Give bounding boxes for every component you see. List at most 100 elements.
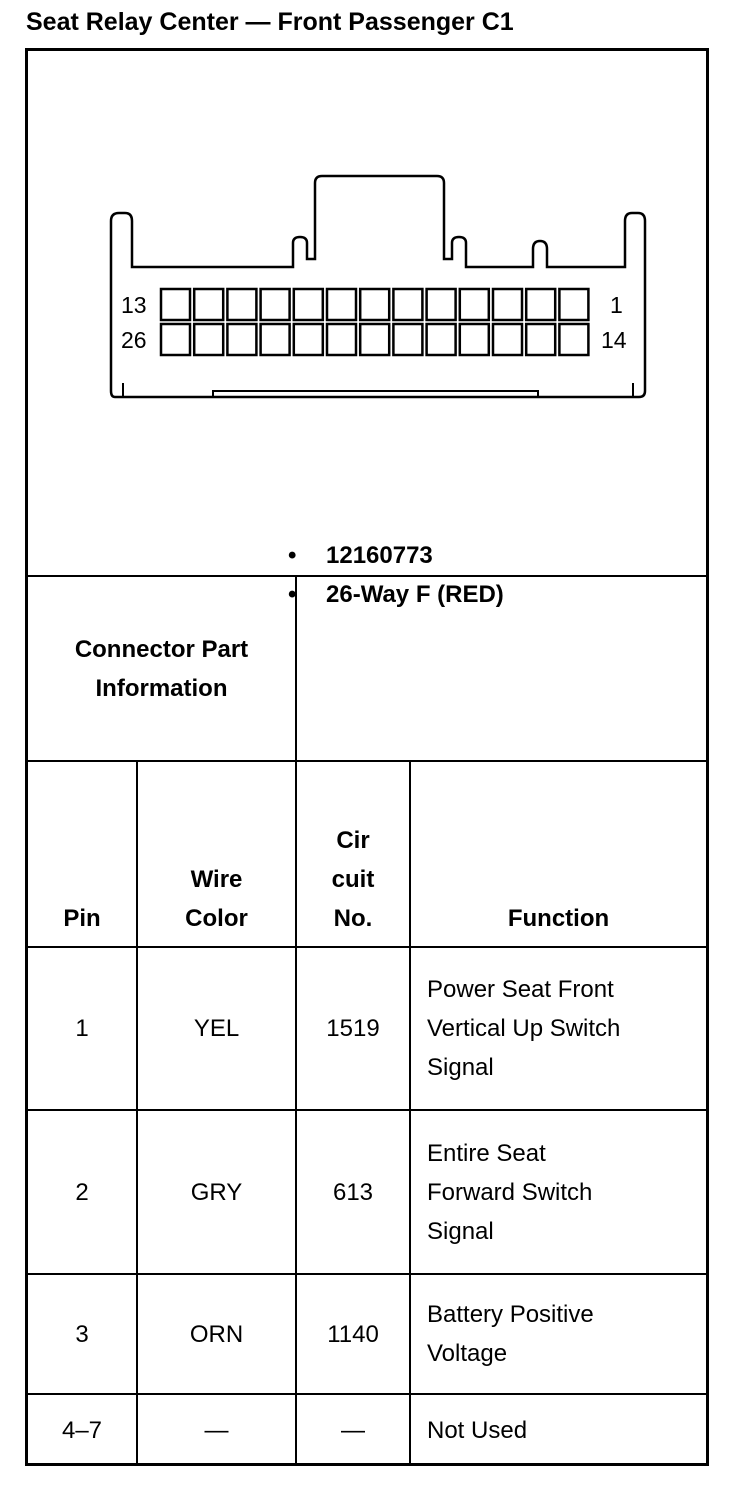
pin-cavity xyxy=(392,322,424,357)
header-text: Cir xyxy=(336,827,370,854)
pin-label-1: 1 xyxy=(610,292,623,318)
part-info-label-line: Information xyxy=(95,674,228,702)
function-line: Vertical Up Switch xyxy=(427,1015,621,1042)
circuit-value: 613 xyxy=(332,1178,374,1206)
pin-cavity xyxy=(226,287,258,322)
header-circuit-no: Cir cuit No. xyxy=(297,762,409,938)
part-info-item: • 26-Way F (RED) xyxy=(282,575,504,614)
function-cell: Battery Positive Voltage xyxy=(411,1275,706,1393)
pin-cavity xyxy=(292,322,325,357)
pin-label-14: 14 xyxy=(601,327,627,353)
pin-cavity xyxy=(159,287,192,322)
pin-cavity xyxy=(458,287,491,322)
connector-description: 26-Way F (RED) xyxy=(326,580,504,608)
function-line: Entire Seat xyxy=(427,1139,546,1167)
header-text: Pin xyxy=(63,905,101,932)
circuit-value: 1519 xyxy=(326,1015,380,1042)
part-info-item: • 12160773 xyxy=(282,536,504,575)
wire-color-value: YEL xyxy=(193,1015,240,1042)
pin-cavity xyxy=(325,322,358,357)
connector-face-diagram: 13 26 1 14 xyxy=(109,174,647,399)
pin-cavity xyxy=(192,287,225,322)
divider xyxy=(28,1273,706,1275)
pin-cavity xyxy=(491,322,524,357)
part-info-list: • 12160773 • 26-Way F (RED) xyxy=(282,536,504,614)
header-text: Color xyxy=(185,905,248,932)
divider xyxy=(28,946,706,948)
pin-value: 3 xyxy=(75,1320,89,1348)
pin-label-13: 13 xyxy=(121,292,147,318)
part-info-label: Connector Part Information xyxy=(28,577,295,760)
pin-cavity xyxy=(325,287,358,322)
pin-cavity xyxy=(358,287,391,322)
pin-cavity xyxy=(558,322,590,357)
connector-table: 13 26 1 14 Connector Part Information Pi… xyxy=(25,48,709,1466)
divider xyxy=(295,760,297,1466)
cavity-grid xyxy=(159,287,590,357)
header-text: cuit xyxy=(331,866,375,893)
divider xyxy=(295,575,297,761)
divider xyxy=(28,1393,706,1395)
pin-cavity xyxy=(192,322,225,357)
part-number: 12160773 xyxy=(326,541,433,569)
function-line: Signal xyxy=(427,1217,494,1245)
function-line: Forward Switch xyxy=(427,1178,593,1206)
header-pin: Pin xyxy=(28,762,136,938)
function-cell: Entire Seat Forward Switch Signal xyxy=(411,1111,706,1273)
wire-color-cell: YEL xyxy=(138,948,295,1109)
connector-bottom-lip xyxy=(122,383,634,397)
header-text: Wire xyxy=(190,866,243,893)
pin-value: 2 xyxy=(75,1178,89,1206)
pin-cavity xyxy=(226,322,258,357)
divider xyxy=(28,575,706,577)
pin-1-marker xyxy=(594,271,603,279)
pin-cell: 2 xyxy=(28,1111,136,1273)
function-cell: Power Seat Front Vertical Up Switch Sign… xyxy=(411,948,706,1109)
pin-value: 1 xyxy=(75,1015,89,1042)
pin-cavity xyxy=(358,322,391,357)
pin-label-26: 26 xyxy=(121,327,147,353)
wire-color-cell: GRY xyxy=(138,1111,295,1273)
pin-value: 4–7 xyxy=(61,1417,103,1444)
header-wire-color: Wire Color xyxy=(138,762,295,938)
function-line: Signal xyxy=(427,1054,494,1081)
pin-cavity xyxy=(425,287,457,322)
connector-outline xyxy=(109,174,647,399)
wire-color-value: GRY xyxy=(190,1178,243,1206)
pin-cavity xyxy=(259,322,291,357)
page-title: Seat Relay Center — Front Passenger C1 xyxy=(26,8,514,36)
wire-color-cell: — xyxy=(138,1395,295,1466)
pin-cavity xyxy=(458,322,491,357)
pin-cavity xyxy=(425,322,457,357)
bullet: • xyxy=(288,541,297,569)
pin-cell: 3 xyxy=(28,1275,136,1393)
wire-color-cell: ORN xyxy=(138,1275,295,1393)
wire-color-value: ORN xyxy=(189,1320,244,1348)
pin-cell: 1 xyxy=(28,948,136,1109)
pin-cell: 4–7 xyxy=(28,1395,136,1466)
pin-cavity xyxy=(159,322,192,357)
divider xyxy=(28,760,706,762)
function-line: Battery Positive xyxy=(427,1301,594,1328)
header-text: No. xyxy=(333,905,373,932)
function-line: Power Seat Front xyxy=(427,976,614,1003)
divider xyxy=(409,760,411,1466)
part-info-label-line: Connector Part xyxy=(74,635,249,663)
pin-cavity xyxy=(524,287,557,322)
divider xyxy=(136,760,138,1466)
circuit-cell: — xyxy=(297,1395,409,1466)
function-line: Not Used xyxy=(427,1417,528,1444)
divider xyxy=(28,1109,706,1111)
bullet: • xyxy=(288,580,297,608)
circuit-cell: 1519 xyxy=(297,948,409,1109)
pin-cavity xyxy=(292,287,325,322)
pin-cavity xyxy=(491,287,524,322)
wire-color-value: — xyxy=(204,1417,229,1444)
header-function: Function xyxy=(411,762,706,938)
header-text: Function xyxy=(507,905,610,932)
circuit-value: 1140 xyxy=(327,1320,379,1348)
function-line: Voltage xyxy=(427,1340,508,1367)
pin-cavity xyxy=(392,287,424,322)
pin-cavity xyxy=(558,287,590,322)
circuit-value: — xyxy=(341,1417,365,1444)
